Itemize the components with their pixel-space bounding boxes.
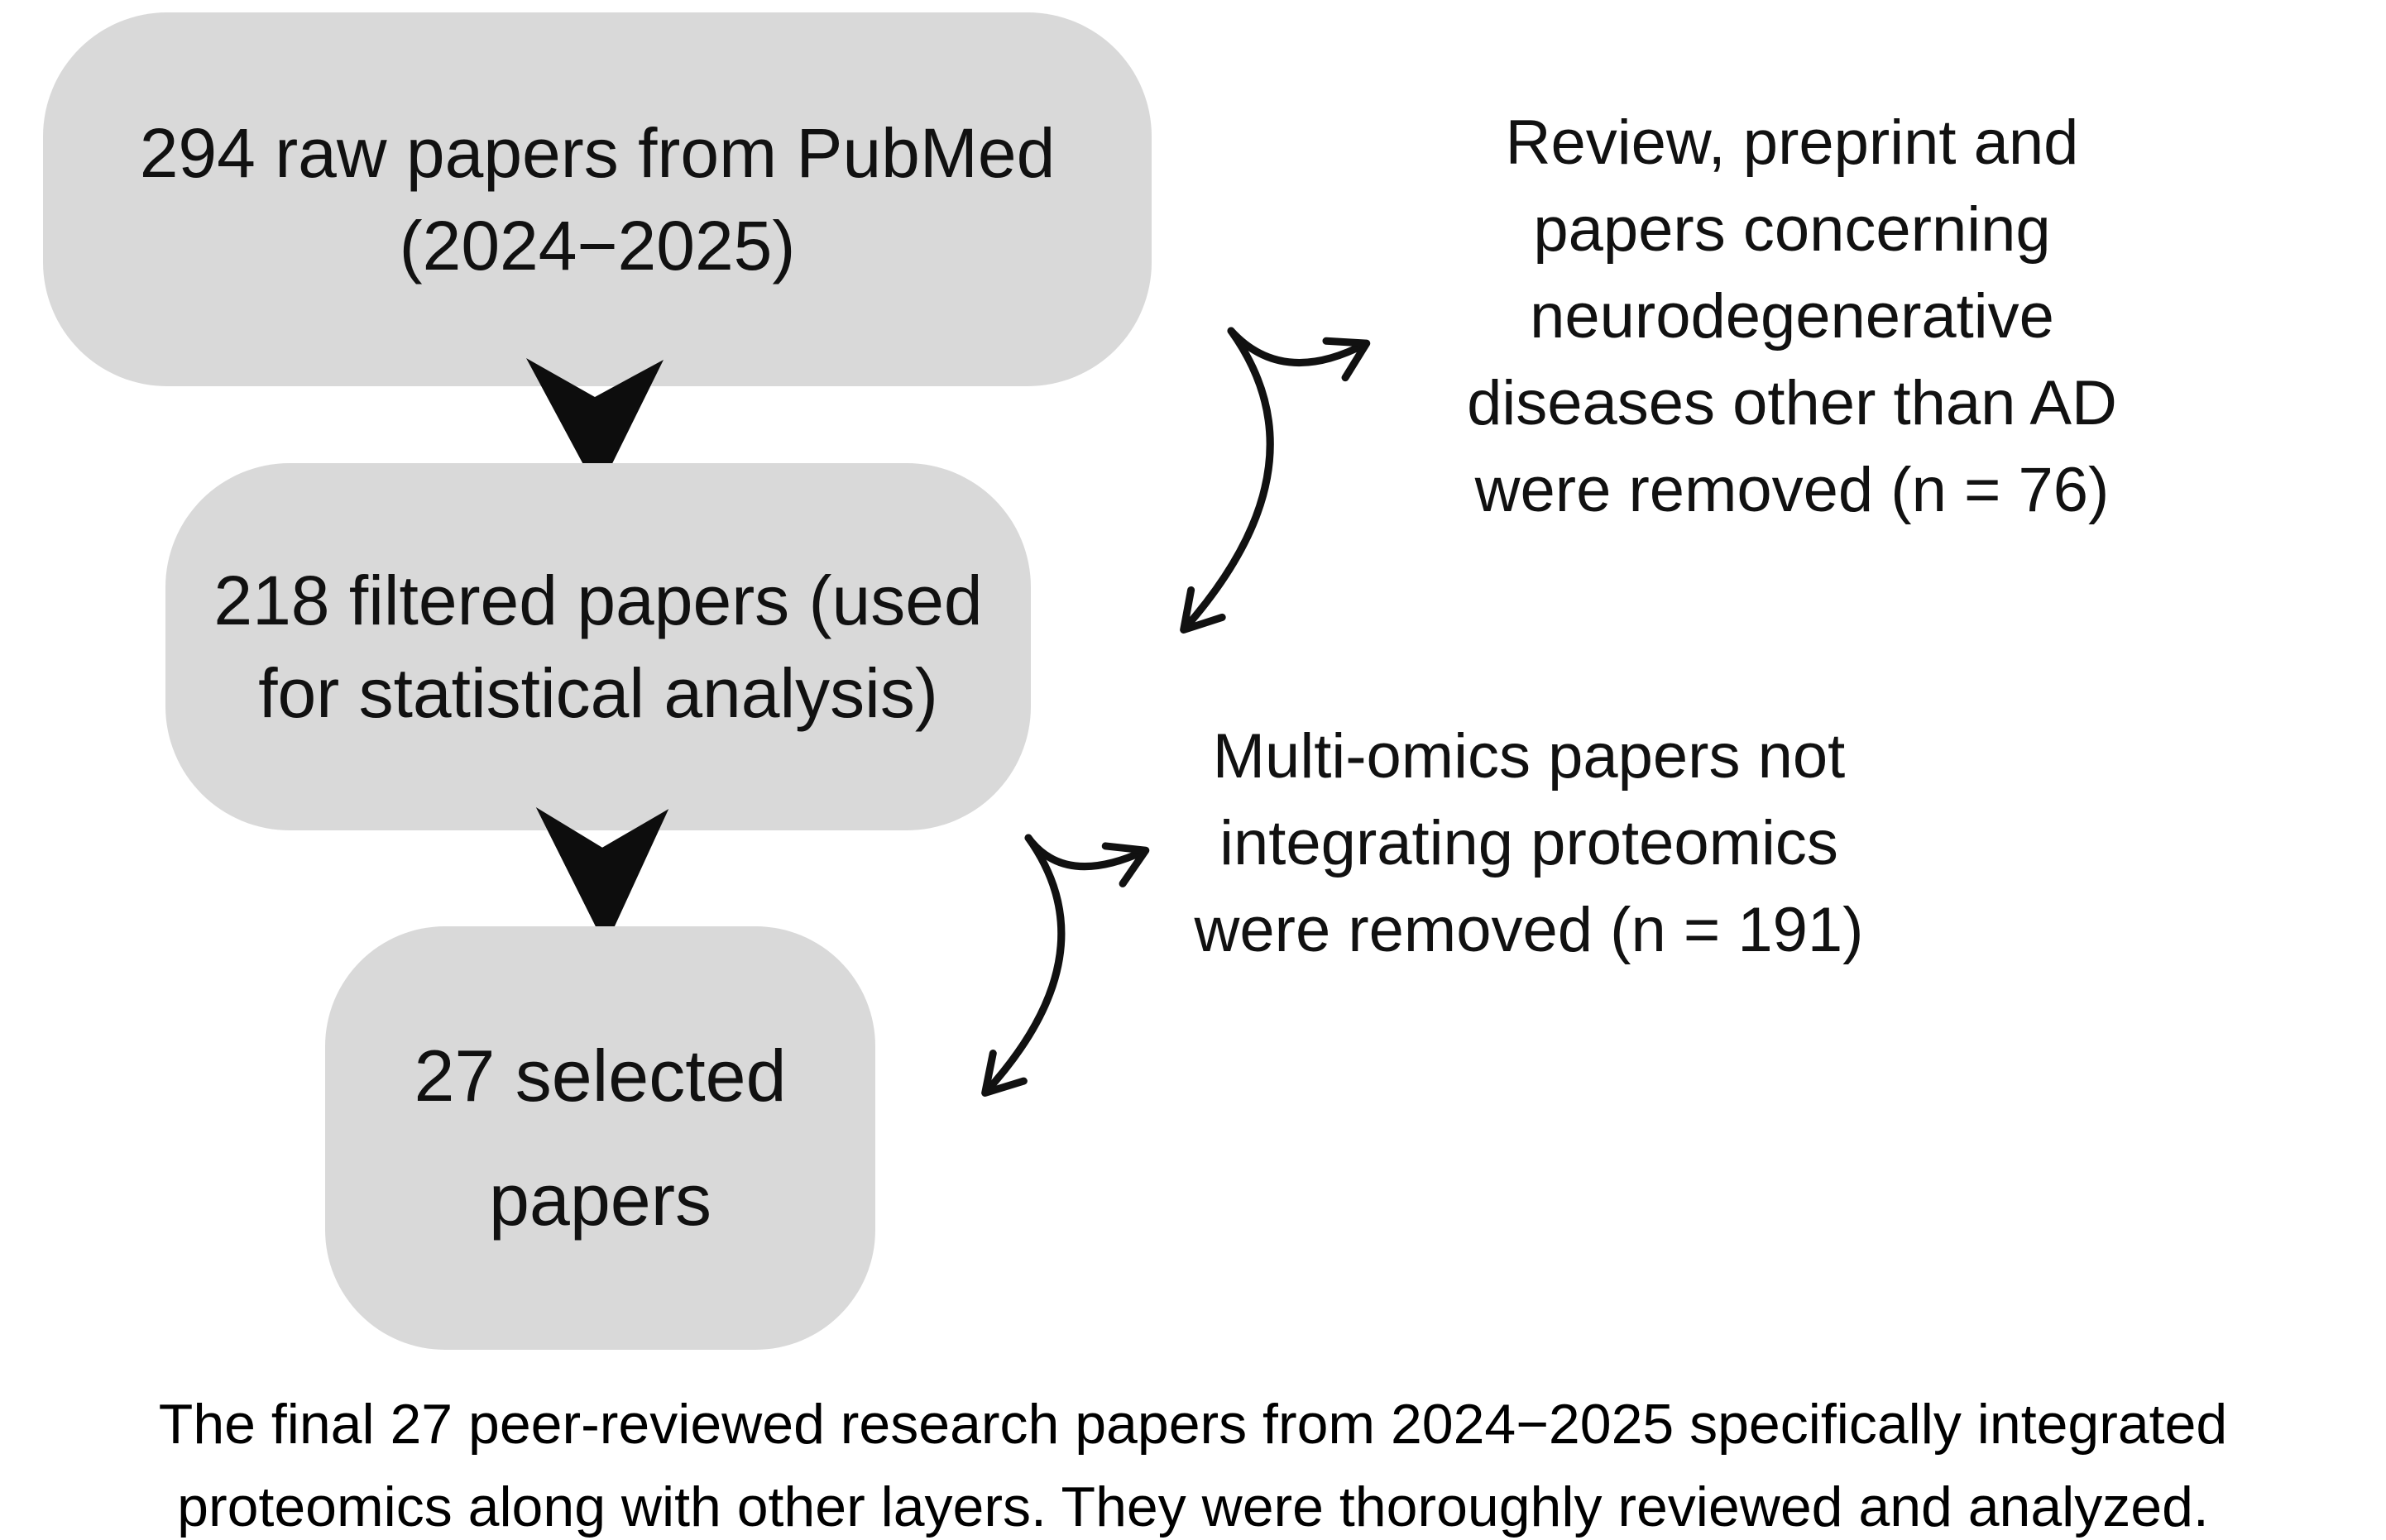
flow-box-filtered-papers: 218 filtered papers (used for statistica… (165, 463, 1031, 830)
exclusion-curved-arrow-icon (981, 834, 1150, 1097)
exclusion-note-multiomics-line-1: Multi-omics papers not (1212, 721, 1846, 792)
flow-box-raw-papers-line-1: 294 raw papers from PubMed (139, 114, 1056, 192)
exclusion-note-multiomics: Multi-omics papers not integrating prote… (1165, 713, 1893, 973)
exclusion-note-reviews-line-4: diseases other than AD (1467, 368, 2117, 438)
flow-box-filtered-papers-line-1: 218 filtered papers (used (213, 562, 983, 639)
exclusion-note-reviews-line-2: papers concerning (1533, 194, 2051, 265)
flow-box-raw-papers: 294 raw papers from PubMed (2024−2025) (43, 12, 1152, 386)
flow-box-selected-papers-line-2: papers (488, 1159, 712, 1241)
exclusion-note-reviews: Review, preprint and papers concerning n… (1428, 99, 2156, 533)
exclusion-note-multiomics-line-3: were removed (n = 191) (1194, 895, 1864, 965)
figure-caption-line-1: The final 27 peer-reviewed research pape… (158, 1393, 2228, 1456)
exclusion-note-reviews-line-5: were removed (n = 76) (1474, 455, 2110, 525)
figure-caption: The final 27 peer-reviewed research pape… (0, 1383, 2386, 1540)
figure-caption-line-2: proteomics along with other layers. They… (177, 1475, 2209, 1538)
flow-box-filtered-papers-line-2: for statistical analysis) (258, 654, 938, 732)
down-arrow-icon (526, 358, 664, 492)
exclusion-curved-arrow-icon (1180, 327, 1371, 634)
flow-box-selected-papers: 27 selected papers (325, 926, 875, 1350)
exclusion-note-multiomics-line-2: integrating proteomics (1219, 808, 1838, 878)
flow-box-selected-papers-line-1: 27 selected (414, 1035, 787, 1117)
exclusion-note-reviews-line-1: Review, preprint and (1505, 108, 2079, 178)
exclusion-note-reviews-line-3: neurodegenerative (1530, 281, 2054, 352)
down-arrow-icon (535, 807, 669, 946)
flow-box-raw-papers-line-2: (2024−2025) (399, 207, 796, 285)
